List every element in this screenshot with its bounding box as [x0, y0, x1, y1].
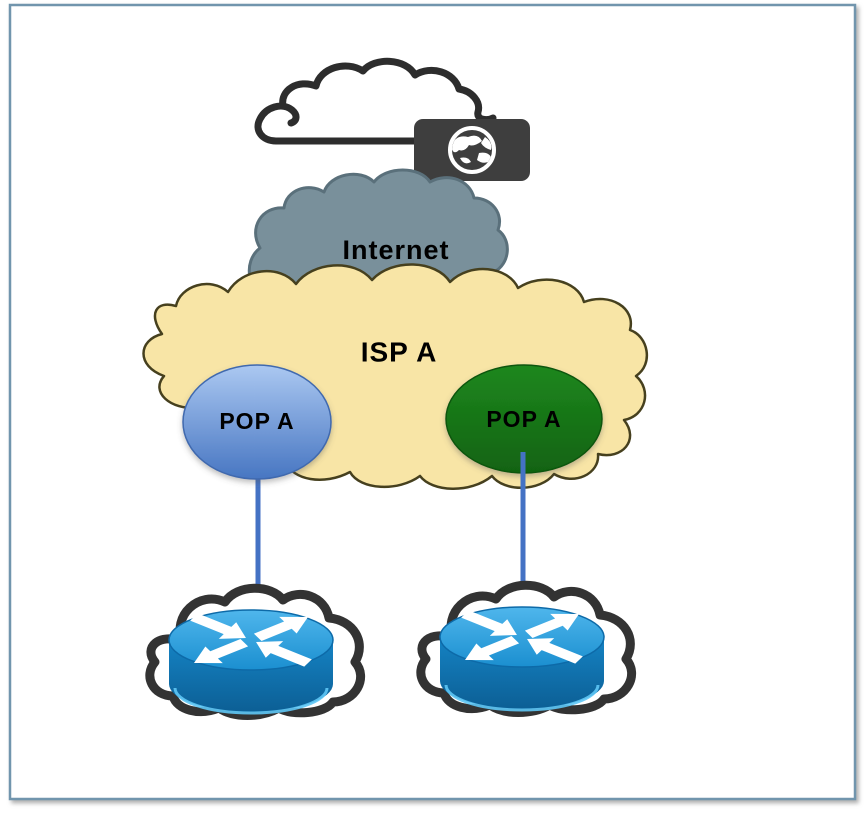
pop-a-left-ellipse: [182, 364, 332, 480]
isp-label: ISP A: [361, 337, 438, 368]
wan-cloud-outline-icon: [254, 57, 497, 145]
pop-a-right-label: POP A: [486, 406, 561, 432]
globe-icon: [448, 126, 496, 174]
pop-a-left-label: POP A: [219, 408, 294, 434]
globe-badge: [414, 119, 530, 181]
internet-label: Internet: [342, 235, 449, 265]
